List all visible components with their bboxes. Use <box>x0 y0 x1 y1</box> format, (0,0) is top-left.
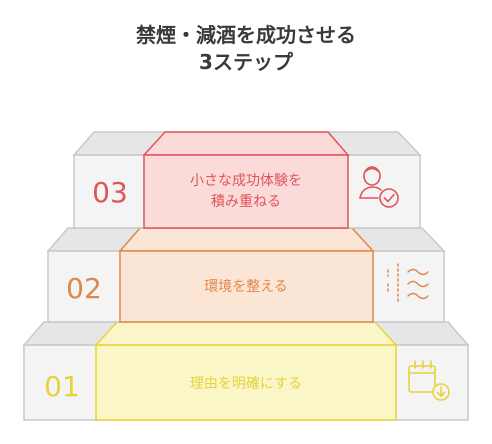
step-03-center-top <box>142 131 350 156</box>
diagram-title: 禁煙・減酒を成功させる 3ステップ <box>0 22 492 76</box>
step-01-center-top <box>94 321 398 346</box>
step-01-center-panel <box>95 344 397 421</box>
step-03-center-panel <box>143 154 349 229</box>
title-line-2: 3ステップ <box>199 50 293 74</box>
step-02-center-top <box>118 227 375 252</box>
step-02: 02 環境を整える <box>46 227 446 323</box>
step-03-number: 03 <box>92 176 128 209</box>
step-03: 03 小さな成功体験を 積み重ねる <box>72 131 422 229</box>
step-01: 01 理由を明確にする <box>22 321 470 421</box>
wind-waves-icon <box>387 263 429 303</box>
title-line-1: 禁煙・減酒を成功させる <box>136 23 356 47</box>
step-03-label-line-2: 積み重ねる <box>211 194 281 210</box>
person-check-icon <box>359 166 399 208</box>
step-02-number: 02 <box>66 272 102 305</box>
calendar-download-icon <box>408 360 450 401</box>
step-01-label: 理由を明確にする <box>190 376 302 392</box>
step-02-label: 環境を整える <box>204 279 288 295</box>
step-03-label-line-1: 小さな成功体験を <box>190 173 302 189</box>
step-01-number: 01 <box>44 370 80 403</box>
step-02-center-panel <box>119 250 374 323</box>
